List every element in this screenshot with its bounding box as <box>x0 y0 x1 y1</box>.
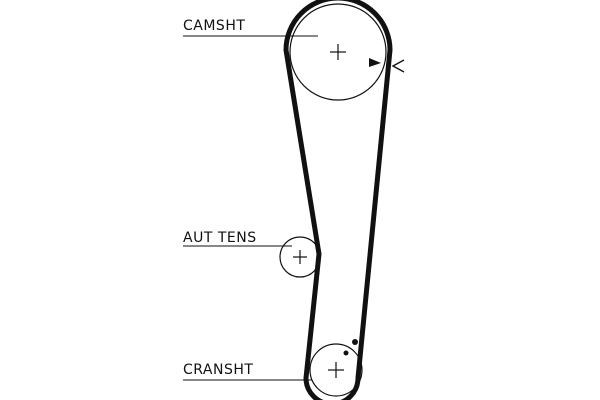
timing-arrow-icon <box>369 58 381 67</box>
timing-belt <box>283 0 393 400</box>
camshaft-timing-mark <box>369 58 405 73</box>
camshaft-pulley <box>289 3 387 101</box>
tensioner-pulley <box>279 236 321 278</box>
crankshaft-label: CRANSHT <box>183 362 253 378</box>
crankshaft-pulley <box>309 339 363 397</box>
crankshaft-timing-dot-icon <box>352 339 358 345</box>
timing-notch-icon <box>391 59 405 73</box>
crankshaft-pin-dot-icon <box>343 350 349 356</box>
camshaft-label: CAMSHT <box>183 18 245 34</box>
tensioner-label: AUT TENS <box>183 230 257 246</box>
